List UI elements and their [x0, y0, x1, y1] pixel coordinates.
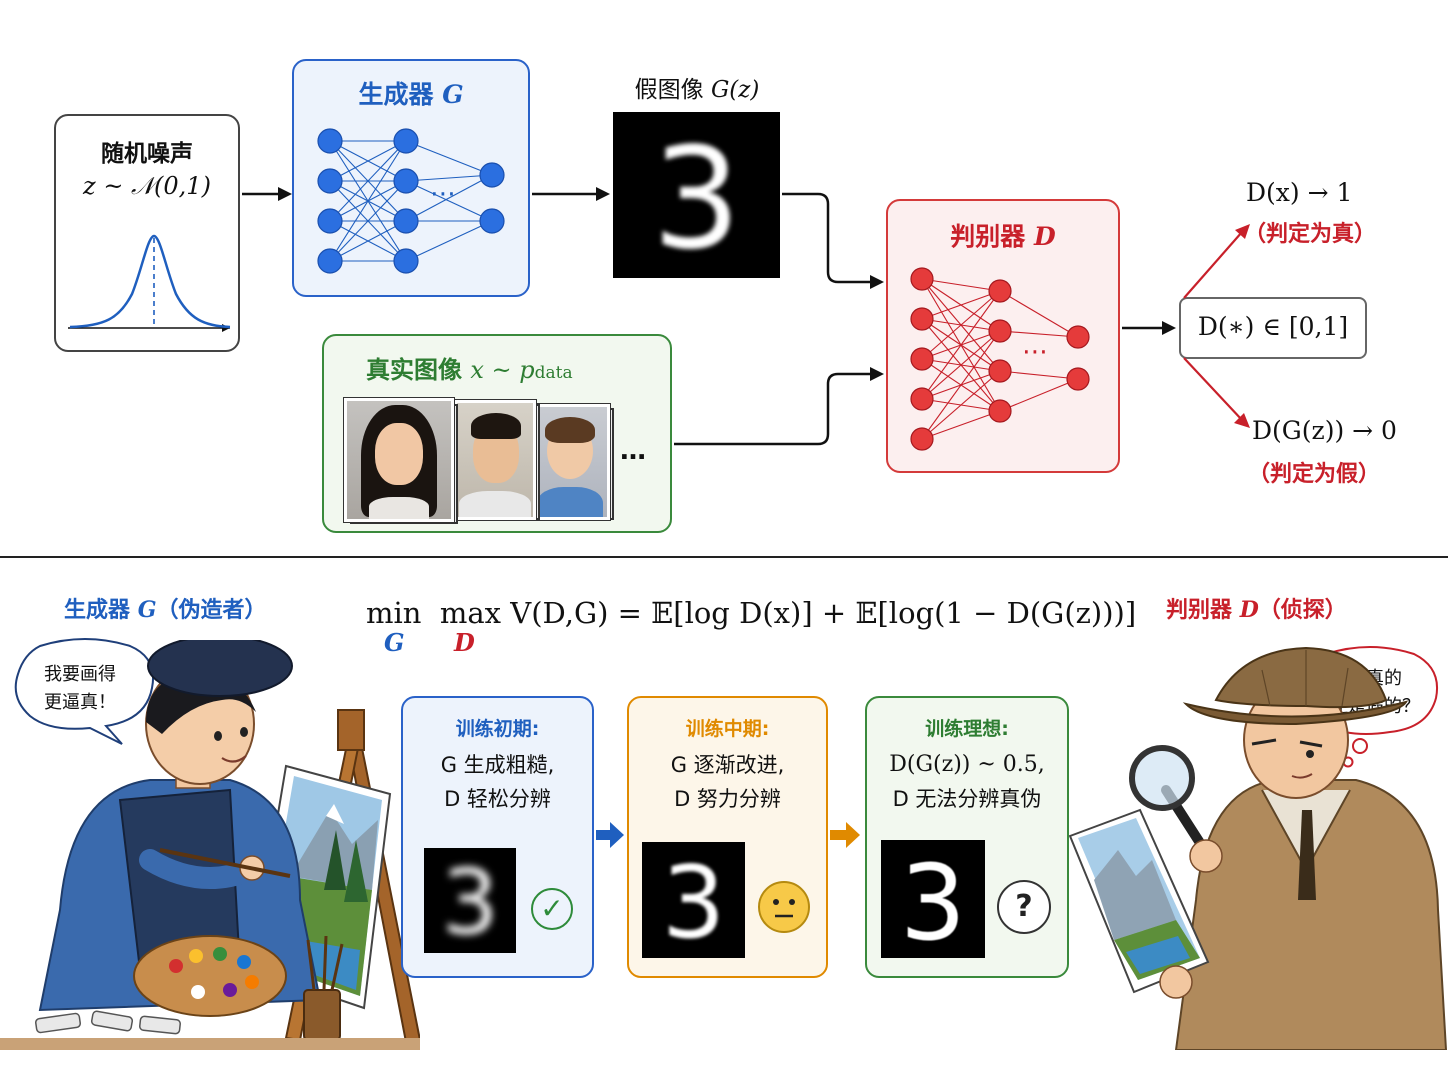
- noise-formula: z ~ 𝒩(0,1): [83, 172, 211, 200]
- objective-max-subscript: D: [454, 628, 475, 657]
- discriminator-role-prefix: 判别器: [1166, 598, 1233, 623]
- real-images-box: 真实图像 x ~ pdata …: [322, 334, 672, 533]
- output-value: D(∗) ∈ [0,1]: [1197, 312, 1349, 341]
- generator-title-text: 生成器: [358, 80, 434, 109]
- question-circle-icon: ?: [997, 880, 1051, 934]
- discriminator-ellipsis: ⋯: [1022, 337, 1048, 367]
- arrow-generator-to-fake: [532, 187, 610, 201]
- generator-role-label: 生成器 G（伪造者）: [64, 592, 267, 624]
- photo-woman: [343, 397, 455, 523]
- discriminator-role-suffix: （侦探）: [1258, 598, 1347, 623]
- photo-child: [529, 403, 611, 521]
- neutral-face-icon: [758, 881, 810, 933]
- stage-mid-digit: 3: [661, 844, 726, 958]
- arrow-noise-to-generator: [242, 187, 292, 201]
- woman-face: [375, 423, 423, 485]
- fake-digit: 3: [651, 118, 742, 278]
- discriminator-symbol: D: [1034, 222, 1056, 251]
- stage-early-title: 训练初期:: [455, 718, 540, 740]
- real-output-formula: D(x) → 1: [1246, 178, 1353, 207]
- output-branch-arrows: [1183, 224, 1250, 428]
- stage-ideal-digit: 3: [899, 842, 967, 958]
- generator-network-icon: [317, 128, 505, 274]
- generator-speech-line1: 我要画得: [44, 664, 116, 685]
- objective-min-subscript: G: [384, 628, 405, 657]
- arrow-discriminator-to-output: [1122, 321, 1176, 335]
- stage-ideal-card: 训练理想: D(G(z)) ~ 0.5, D 无法分辨真伪 3 ?: [865, 696, 1069, 978]
- stage-ideal-image: 3: [881, 840, 985, 958]
- generator-speech-line2: 更逼真！: [44, 692, 116, 713]
- noise-box: 随机噪声 z ~ 𝒩(0,1): [54, 114, 240, 352]
- discriminator-title-text: 判别器: [950, 222, 1026, 251]
- real-images-formula-sub: data: [534, 363, 573, 383]
- arrow-stage-mid-to-ideal: [830, 822, 860, 848]
- real-images-title: 真实图像 x ~ pdata: [366, 350, 573, 385]
- arrow-stage-early-to-mid: [596, 822, 624, 848]
- fake-image: 3: [613, 112, 780, 278]
- woman-shirt: [369, 497, 429, 519]
- stage-ideal-line1: D(G(z)) ~ 0.5,: [889, 752, 1045, 777]
- section-divider: [0, 556, 1448, 558]
- child-hair: [545, 417, 595, 443]
- discriminator-role-symbol: D: [1239, 597, 1259, 623]
- painter-illustration: [0, 640, 420, 1050]
- real-images-title-text: 真实图像: [366, 356, 462, 384]
- arrow-real-to-discriminator: [674, 367, 884, 446]
- detective-illustration: [1068, 646, 1448, 1050]
- stage-ideal-title: 训练理想:: [925, 718, 1009, 740]
- held-painting-icon: [1068, 808, 1210, 994]
- stage-early-line2: D 轻松分辨: [444, 787, 551, 811]
- fake-image-title: 假图像 G(z): [612, 70, 782, 104]
- stage-mid-title: 训练中期:: [685, 718, 770, 740]
- magnifying-glass-icon: [1129, 745, 1207, 851]
- generator-role-prefix: 生成器: [64, 598, 131, 623]
- generator-box: 生成器 G ⋯: [292, 59, 530, 297]
- generator-role-symbol: G: [137, 597, 157, 623]
- output-box: D(∗) ∈ [0,1]: [1179, 297, 1367, 359]
- fake-output-formula: D(G(z)) → 0: [1252, 416, 1397, 445]
- child-shirt: [537, 487, 603, 517]
- stage-early-image: 3: [424, 848, 516, 953]
- noise-title: 随机噪声: [101, 141, 193, 167]
- real-images-formula: x ~ p: [470, 356, 535, 384]
- stage-early-digit: 3: [441, 850, 499, 953]
- question-mark: ?: [1015, 889, 1033, 924]
- gaussian-curve-icon: [68, 234, 231, 332]
- arrow-fake-to-discriminator: [782, 192, 884, 289]
- objective-formula: min max V(D,G) = 𝔼[log D(x)] + 𝔼[log(1 −…: [366, 596, 1137, 630]
- photo-stack: [343, 397, 614, 524]
- discriminator-network-icon: [910, 267, 1090, 451]
- stage-mid-line1: G 逐渐改进,: [670, 753, 785, 777]
- stage-ideal-line2: D 无法分辨真伪: [892, 787, 1042, 811]
- check-mark: ✓: [540, 892, 564, 925]
- fake-image-formula: G(z): [710, 77, 760, 103]
- generator-speech-bubble: [14, 638, 154, 745]
- stage-early-line1: G 生成粗糙,: [440, 753, 555, 777]
- paint-palette-icon: [133, 935, 287, 1017]
- discriminator-box: 判别器 D ⋯: [886, 199, 1120, 473]
- photo-man: [453, 399, 537, 521]
- fake-output-label: （判定为假）: [1248, 462, 1381, 487]
- discriminator-title: 判别器 D: [888, 217, 1118, 253]
- check-circle-icon: ✓: [531, 888, 573, 930]
- generator-ellipsis: ⋯: [430, 179, 456, 209]
- man-shirt: [459, 491, 531, 517]
- generator-role-suffix: （伪造者）: [156, 598, 267, 623]
- generator-symbol: G: [442, 80, 464, 109]
- real-images-ellipsis: …: [620, 436, 646, 466]
- stage-mid-image: 3: [642, 842, 745, 958]
- man-hair: [471, 413, 521, 439]
- stage-early-card: 训练初期: G 生成粗糙, D 轻松分辨 3 ✓: [401, 696, 594, 978]
- real-output-label: （判定为真）: [1244, 222, 1377, 247]
- fake-image-title-text: 假图像: [634, 77, 704, 103]
- discriminator-role-label: 判别器 D（侦探）: [1166, 592, 1347, 624]
- stage-mid-card: 训练中期: G 逐渐改进, D 努力分辨 3: [627, 696, 828, 978]
- generator-title: 生成器 G: [294, 75, 528, 111]
- stage-mid-line2: D 努力分辨: [674, 787, 781, 811]
